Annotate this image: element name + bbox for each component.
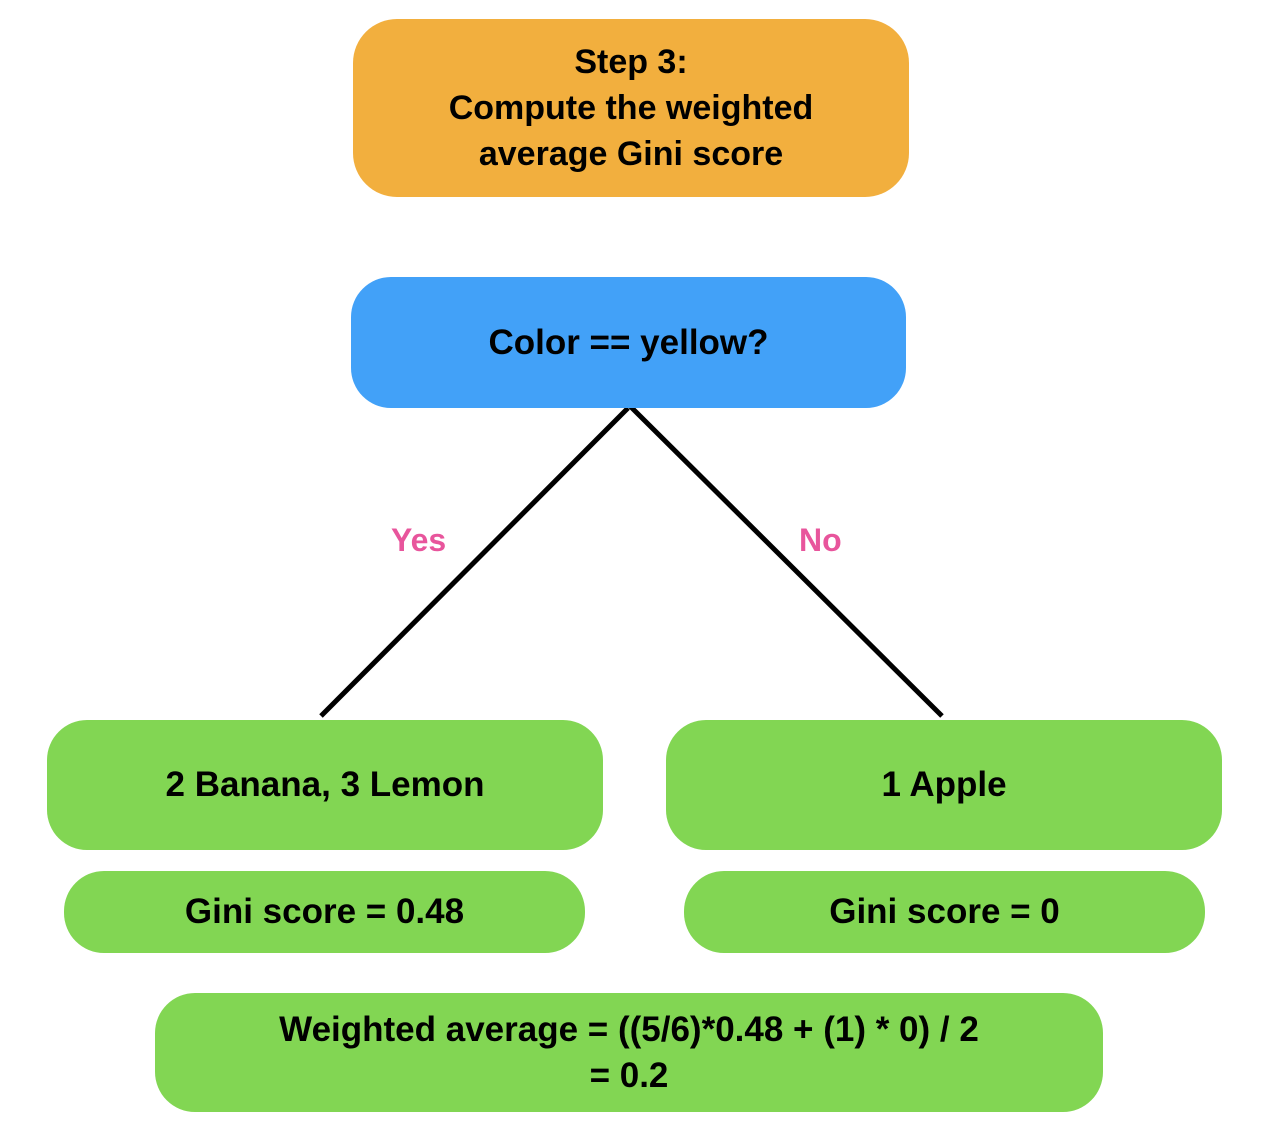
weighted-average-result: = 0.2 bbox=[589, 1055, 669, 1095]
edge-no bbox=[628, 404, 944, 718]
step-title-line2: Compute the weighted bbox=[448, 89, 814, 127]
leaf-node-right: 1 Apple bbox=[666, 720, 1222, 850]
gini-score-right: Gini score = 0 bbox=[684, 871, 1205, 953]
leaf-left-contents: 2 Banana, 3 Lemon bbox=[165, 765, 485, 804]
step-title-line3: average Gini score bbox=[478, 135, 784, 173]
root-question-node: Color == yellow? bbox=[351, 277, 906, 408]
branch-label-yes: Yes bbox=[391, 522, 447, 558]
leaf-node-left: 2 Banana, 3 Lemon bbox=[47, 720, 603, 850]
weighted-average-formula: Weighted average = ((5/6)*0.48 + (1) * 0… bbox=[279, 1009, 979, 1049]
root-question-text: Color == yellow? bbox=[488, 322, 769, 362]
edge-yes bbox=[319, 406, 630, 718]
step-title-box: Step 3: Compute the weighted average Gin… bbox=[353, 19, 909, 197]
gini-right-text: Gini score = 0 bbox=[829, 892, 1060, 931]
branch-label-no: No bbox=[799, 522, 842, 558]
leaf-right-contents: 1 Apple bbox=[881, 765, 1007, 804]
step-title-line1: Step 3: bbox=[574, 43, 688, 81]
gini-left-text: Gini score = 0.48 bbox=[184, 892, 465, 931]
weighted-average-box: Weighted average = ((5/6)*0.48 + (1) * 0… bbox=[155, 993, 1103, 1112]
gini-score-left: Gini score = 0.48 bbox=[64, 871, 585, 953]
